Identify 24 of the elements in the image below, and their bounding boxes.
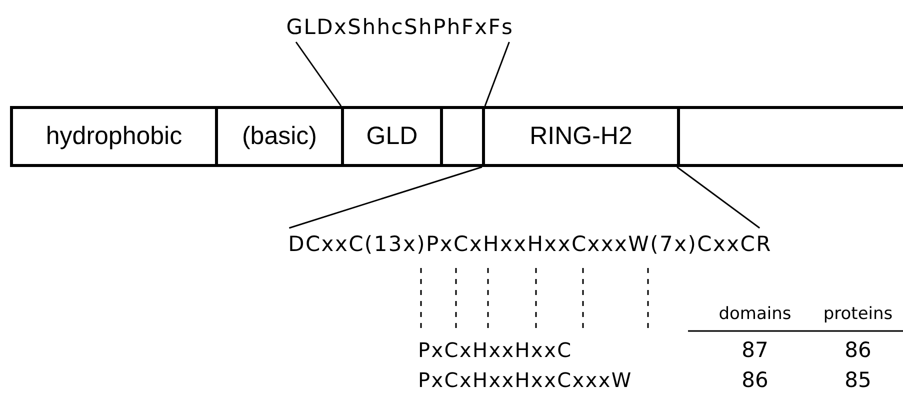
count: 85	[844, 368, 872, 392]
sequence-motif: DCxxC(13x)PxCxHxxHxxCxxxW(7x)CxxCR	[288, 232, 772, 256]
leader-line	[484, 42, 510, 106]
domain-label: (basic)	[242, 122, 317, 151]
table-header: proteins	[823, 304, 893, 324]
domain-box	[215, 106, 344, 167]
count: 86	[844, 338, 872, 362]
domain-label: hydrophobic	[46, 122, 182, 151]
domain-box	[341, 106, 443, 167]
domain-box	[677, 106, 903, 167]
table-header: domains	[718, 304, 792, 324]
domain-box	[482, 106, 680, 167]
domain-box	[10, 106, 218, 167]
domain-label: RING-H2	[530, 122, 632, 151]
domain-label: GLD	[366, 122, 418, 151]
leader-line	[676, 166, 760, 229]
count: 87	[742, 338, 768, 362]
leader-line	[288, 166, 482, 229]
motif-variant: PxCxHxxHxxCxxxW	[418, 368, 632, 392]
motif-variant: PxCxHxxHxxC	[418, 338, 572, 362]
sequence-motif: GLDxShhcShPhFxFs	[286, 15, 514, 39]
domain-box	[440, 106, 485, 167]
leader-line	[295, 42, 342, 106]
count: 86	[742, 368, 768, 392]
